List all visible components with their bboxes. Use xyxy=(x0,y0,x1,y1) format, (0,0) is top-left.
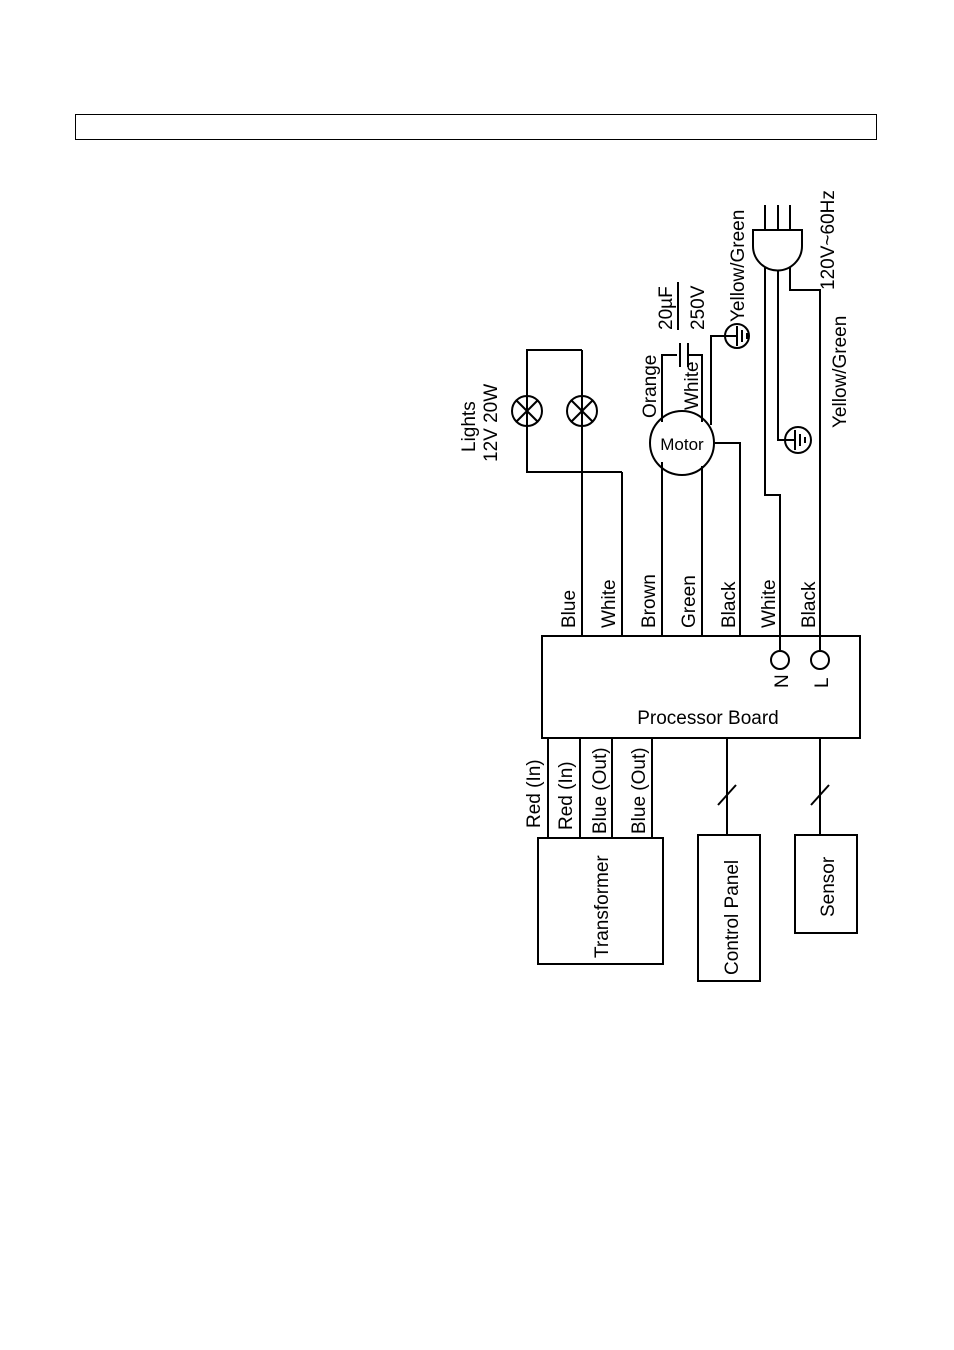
wire-label-white-power: White xyxy=(759,579,780,628)
power-plug-icon xyxy=(753,230,802,270)
transformer-label: Transformer xyxy=(592,855,613,958)
terminal-l-icon xyxy=(811,651,829,669)
power-rating-label: 120V~60Hz xyxy=(818,190,839,290)
wire-label-yellow-green-power: Yellow/Green xyxy=(830,316,851,428)
processor-board-label: Processor Board xyxy=(637,708,779,729)
wire-label-red-in-2: Red (In) xyxy=(556,761,577,830)
wire-label-green: Green xyxy=(679,575,700,628)
wire-label-yellow-green-motor: Yellow/Green xyxy=(728,210,749,322)
wiring-diagram: Processor Board Motor Blue White Brown G… xyxy=(455,175,865,990)
wire-label-white: White xyxy=(599,579,620,628)
ground-icon xyxy=(785,427,811,453)
terminal-l-label: L xyxy=(812,677,833,688)
ground-icon xyxy=(725,324,749,348)
control-panel-label: Control Panel xyxy=(722,860,743,975)
capacitor-value-label: 20µF xyxy=(656,286,677,330)
motor-label: Motor xyxy=(660,435,704,454)
header-bar xyxy=(75,114,877,140)
wire-label-blue-out-1: Blue (Out) xyxy=(590,747,611,834)
wire-label-red-in-1: Red (In) xyxy=(524,759,545,828)
capacitor-voltage-label: 250V xyxy=(688,285,709,330)
terminal-n-label: N xyxy=(772,674,793,688)
sensor-label: Sensor xyxy=(818,856,839,917)
wire-yellow-green-motor xyxy=(711,336,726,425)
wire-label-white-motor: White xyxy=(682,361,703,410)
wire-label-blue: Blue xyxy=(559,590,580,628)
wire-label-orange: Orange xyxy=(640,355,661,418)
wire-label-brown: Brown xyxy=(639,574,660,628)
lights-rating-label: 12V 20W xyxy=(481,384,502,462)
wire-label-black-power: Black xyxy=(799,581,820,628)
lights-label: Lights xyxy=(459,401,480,452)
wire-label-black: Black xyxy=(719,581,740,628)
wire-label-blue-out-2: Blue (Out) xyxy=(629,747,650,834)
terminal-n-icon xyxy=(771,651,789,669)
